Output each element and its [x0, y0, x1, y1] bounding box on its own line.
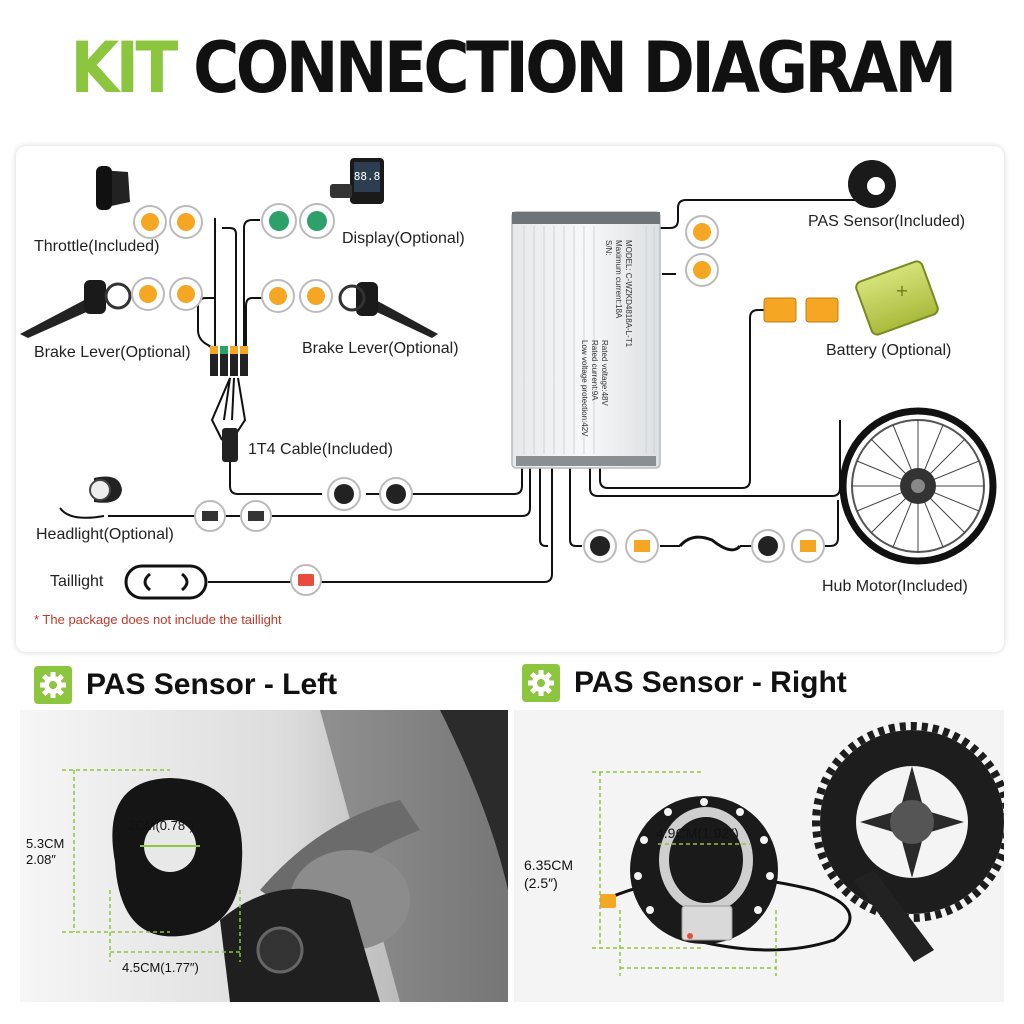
- headlight-connectors: [194, 500, 272, 532]
- label-display: Display(Optional): [342, 230, 465, 247]
- pas-right-inner: 4.9CM(1.92″): [656, 825, 739, 841]
- pas-right-photo: 6.35CM (2.5″) 4.9CM(1.92″): [514, 710, 1004, 1002]
- label-cable: 1T4 Cable(Included): [248, 441, 393, 458]
- label-brake-right: Brake Lever(Optional): [302, 340, 459, 357]
- pas-left-height-in: 2.08″: [26, 852, 56, 867]
- motor-connectors: [583, 529, 825, 563]
- label-throttle: Throttle(Included): [34, 238, 160, 255]
- pas-right-title: PAS Sensor - Right: [574, 666, 847, 699]
- pas-right-height-in: (2.5″): [524, 875, 558, 891]
- pas-right-height-cm: 6.35CM: [524, 857, 574, 873]
- pas-left-photo: 5.3CM 2.08″ 2CM(0.78″) 4.5CM(1.77″): [20, 710, 508, 1002]
- battery-icon: +: [855, 260, 939, 336]
- label-motor: Hub Motor(Included): [822, 578, 968, 595]
- throttle-icon: [96, 166, 130, 210]
- wiring-diagram: MODEL: C-WZKD4818A-L-T1 Maximum current:…: [20, 158, 997, 600]
- gear-icon: [522, 664, 560, 702]
- label-pas: PAS Sensor(Included): [808, 213, 966, 230]
- title-rest: CONNECTION DIAGRAM: [193, 27, 957, 109]
- hub-motor-icon: [839, 407, 997, 565]
- pas-left-height-cm: 5.3CM: [26, 836, 65, 851]
- controller-max-current: Maximum current:18A: [614, 240, 623, 319]
- pas-left-inner: 2CM(0.78″): [128, 818, 195, 833]
- controller-label: MODEL: C-WZKD4818A-L-T1 Maximum current:…: [580, 240, 633, 437]
- title-accent: KIT: [70, 27, 178, 109]
- pas-left-title: PAS Sensor - Left: [86, 668, 338, 701]
- pas-connectors: [685, 215, 719, 287]
- taillight-icon: [124, 564, 208, 600]
- pas-left-header: PAS Sensor - Left: [34, 660, 337, 710]
- pas-left-width: 4.5CM(1.77″): [122, 960, 199, 975]
- headlight-icon: [59, 476, 122, 519]
- controller-model: MODEL: C-WZKD4818A-L-T1: [624, 240, 633, 348]
- pas-sensor-icon: [848, 160, 896, 208]
- svg-text:88.8: 88.8: [354, 170, 381, 183]
- wires-left: [108, 218, 553, 583]
- taillight-connector: [290, 564, 322, 596]
- label-brake-left: Brake Lever(Optional): [34, 344, 191, 361]
- label-taillight: Taillight: [50, 573, 104, 590]
- page-title: KIT CONNECTION DIAGRAM: [51, 28, 973, 108]
- throttle-connectors: [133, 205, 203, 239]
- cable-connectors: [327, 477, 413, 511]
- gear-icon: [34, 666, 72, 704]
- brake-lever-right-icon: [338, 282, 438, 338]
- controller-rated-current: Rated current:9A: [590, 340, 599, 401]
- taillight-note: * The package does not include the taill…: [34, 612, 282, 627]
- controller-low-voltage: Low voltage protection:42V: [580, 340, 589, 437]
- label-battery: Battery (Optional): [826, 342, 952, 359]
- svg-text:+: +: [895, 281, 908, 300]
- display-icon: 88.8: [330, 158, 384, 204]
- controller-sn: S/N:: [604, 240, 613, 256]
- pas-right-header: PAS Sensor - Right: [522, 658, 847, 708]
- battery-connectors: [763, 297, 839, 323]
- cable-splitter-icon: [210, 346, 248, 462]
- controller-box: [511, 211, 661, 469]
- controller-rated-voltage: Rated voltage:48V: [600, 340, 609, 406]
- label-headlight: Headlight(Optional): [36, 526, 174, 543]
- brake-right-connectors: [261, 279, 333, 313]
- wires-right: [569, 199, 870, 547]
- brake-left-connectors: [131, 277, 203, 311]
- display-connectors: [261, 203, 335, 239]
- brake-lever-left-icon: [20, 280, 132, 338]
